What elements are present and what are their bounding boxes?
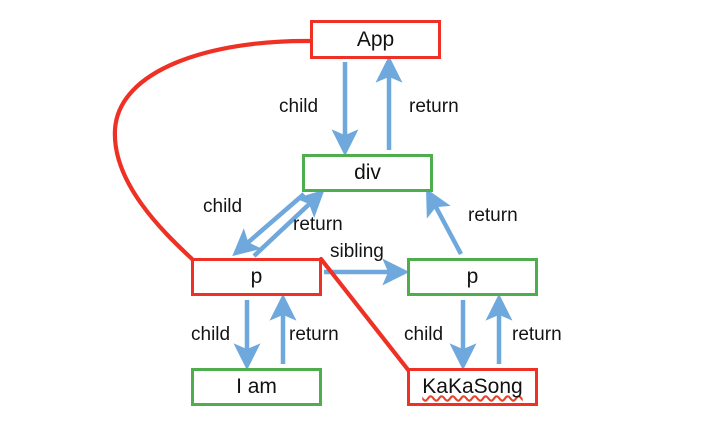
node-i-am-label: I am [236, 375, 277, 398]
node-kakasong-label: KaKaSong [422, 375, 523, 398]
node-kakasong[interactable]: KaKaSong [407, 368, 538, 406]
edge-label-p-left-return-div: return [293, 214, 343, 235]
highlight-path-app-to-p [112, 38, 313, 262]
node-p-left[interactable]: p [191, 258, 322, 296]
edge-label-app-child-div: child [279, 96, 319, 117]
edge-label-p-right-child-kakasong: child [404, 324, 444, 345]
node-div[interactable]: div [302, 154, 433, 192]
edge-label-i-am-return-p-left: return [289, 324, 339, 345]
node-div-label: div [354, 161, 381, 184]
edge-label-div-child-p-left: child [203, 196, 243, 217]
node-p-left-label: p [250, 265, 263, 288]
node-i-am[interactable]: I am [191, 368, 322, 406]
edge-label-div-return-app: return [409, 96, 459, 117]
highlight-path-p-to-kakasong [318, 256, 412, 374]
edge-p-left-return-div [252, 189, 325, 258]
edge-label-p-right-return-div: return [468, 205, 518, 226]
node-p-right-label: p [466, 265, 479, 288]
edge-label-p-left-child-i-am: child [191, 324, 231, 345]
edge-label-p-left-sibling-p-right: sibling [330, 241, 384, 262]
edge-label-kakasong-return-p-right: return [512, 324, 562, 345]
node-app-label: App [356, 27, 395, 51]
node-app[interactable]: App [310, 20, 441, 59]
edge-div-child-p-left [232, 192, 306, 257]
edge-p-right-return-div [426, 188, 463, 256]
node-p-right[interactable]: p [407, 258, 538, 296]
